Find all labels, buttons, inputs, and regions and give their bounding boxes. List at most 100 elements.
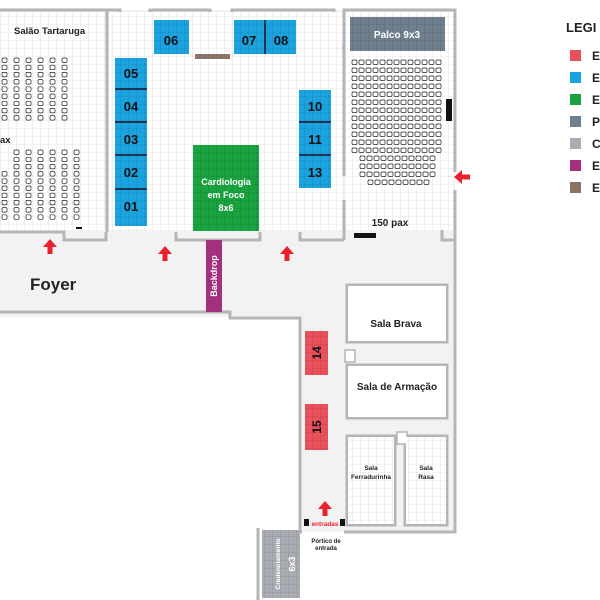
- chair: [435, 67, 442, 73]
- booth-07[interactable]: 07: [242, 33, 256, 48]
- chair: [380, 155, 387, 161]
- chair: [386, 99, 393, 105]
- chair: [407, 67, 414, 73]
- chair: [428, 131, 435, 137]
- chair: [428, 99, 435, 105]
- portico-line2: entrada: [315, 546, 337, 552]
- booth-14[interactable]: 14: [310, 346, 324, 360]
- chair: [49, 185, 56, 191]
- booth-06[interactable]: 06: [164, 33, 178, 48]
- chair: [358, 83, 365, 89]
- chair: [393, 75, 400, 81]
- chair: [400, 75, 407, 81]
- booth-column-right: [299, 90, 331, 188]
- chair: [435, 115, 442, 121]
- chair: [379, 99, 386, 105]
- legend-label: E: [592, 181, 600, 195]
- chair: [373, 155, 380, 161]
- chair: [379, 91, 386, 97]
- chair: [37, 178, 44, 184]
- chair: [1, 93, 8, 99]
- chair: [421, 59, 428, 65]
- chair: [37, 156, 44, 163]
- chair: [429, 155, 436, 161]
- chair: [400, 123, 407, 129]
- chair: [422, 171, 429, 177]
- arrow-up-icon: [43, 239, 57, 254]
- chair: [421, 107, 428, 113]
- booth-11[interactable]: 11: [308, 132, 322, 147]
- chair: [435, 107, 442, 113]
- chair: [358, 59, 365, 65]
- chair: [49, 214, 56, 220]
- chair: [428, 75, 435, 81]
- chair: [61, 200, 68, 206]
- legend-swatch: [570, 50, 581, 61]
- booth-10[interactable]: 10: [308, 99, 322, 114]
- booth-05[interactable]: 05: [124, 66, 138, 81]
- sala-brava-label: Sala Brava: [370, 319, 422, 330]
- legend-swatch: [570, 72, 581, 83]
- chair: [13, 185, 20, 191]
- chair: [400, 67, 407, 73]
- chair: [25, 79, 32, 85]
- portico-line1: Pórtico de: [311, 539, 341, 545]
- chair: [393, 147, 400, 153]
- chair: [435, 91, 442, 97]
- chair: [393, 131, 400, 137]
- chair: [1, 115, 8, 121]
- auditorium-capacity: 150 pax: [372, 218, 409, 229]
- booth-01[interactable]: 01: [124, 199, 138, 214]
- chair: [379, 75, 386, 81]
- chair: [61, 192, 68, 199]
- chair: [386, 131, 393, 137]
- booth-15[interactable]: 15: [310, 420, 324, 434]
- chair: [407, 147, 414, 153]
- chair: [73, 200, 80, 206]
- arrow-up-icon: [158, 246, 172, 261]
- chair: [1, 100, 8, 107]
- chair: [372, 147, 379, 153]
- chair: [365, 147, 372, 153]
- door-marker: [446, 99, 452, 121]
- booth-04[interactable]: 04: [124, 99, 139, 114]
- chair: [365, 131, 372, 137]
- chair: [435, 123, 442, 129]
- chair: [351, 139, 358, 145]
- chair: [359, 171, 366, 177]
- chair: [421, 75, 428, 81]
- chair: [428, 59, 435, 65]
- foyer-label: Foyer: [30, 275, 77, 294]
- chair: [407, 83, 414, 89]
- chair: [1, 178, 8, 184]
- chair: [365, 107, 372, 113]
- chair: [400, 83, 407, 89]
- chair: [61, 156, 68, 163]
- chair: [386, 83, 393, 89]
- booth-13[interactable]: 13: [308, 165, 322, 180]
- chair: [401, 163, 408, 169]
- chair: [25, 57, 32, 63]
- sala-rasa-line2: Rasa: [418, 474, 434, 481]
- chair: [61, 93, 68, 99]
- chair: [1, 214, 8, 220]
- chair: [379, 83, 386, 89]
- chair: [358, 67, 365, 73]
- cardiologia-area: Cardiologia em Foco 8x6: [193, 145, 259, 231]
- chair: [351, 91, 358, 97]
- chair: [393, 107, 400, 113]
- chair: [380, 171, 387, 177]
- table-marker: [76, 227, 82, 229]
- chair: [372, 75, 379, 81]
- chair: [421, 123, 428, 129]
- chair: [37, 214, 44, 220]
- chair: [61, 72, 68, 78]
- chair: [414, 91, 421, 97]
- chair: [407, 75, 414, 81]
- door-marker: [354, 233, 376, 238]
- booth-02[interactable]: 02: [124, 165, 138, 180]
- chair: [13, 156, 20, 163]
- booth-08[interactable]: 08: [274, 33, 288, 48]
- booth-03[interactable]: 03: [124, 132, 138, 147]
